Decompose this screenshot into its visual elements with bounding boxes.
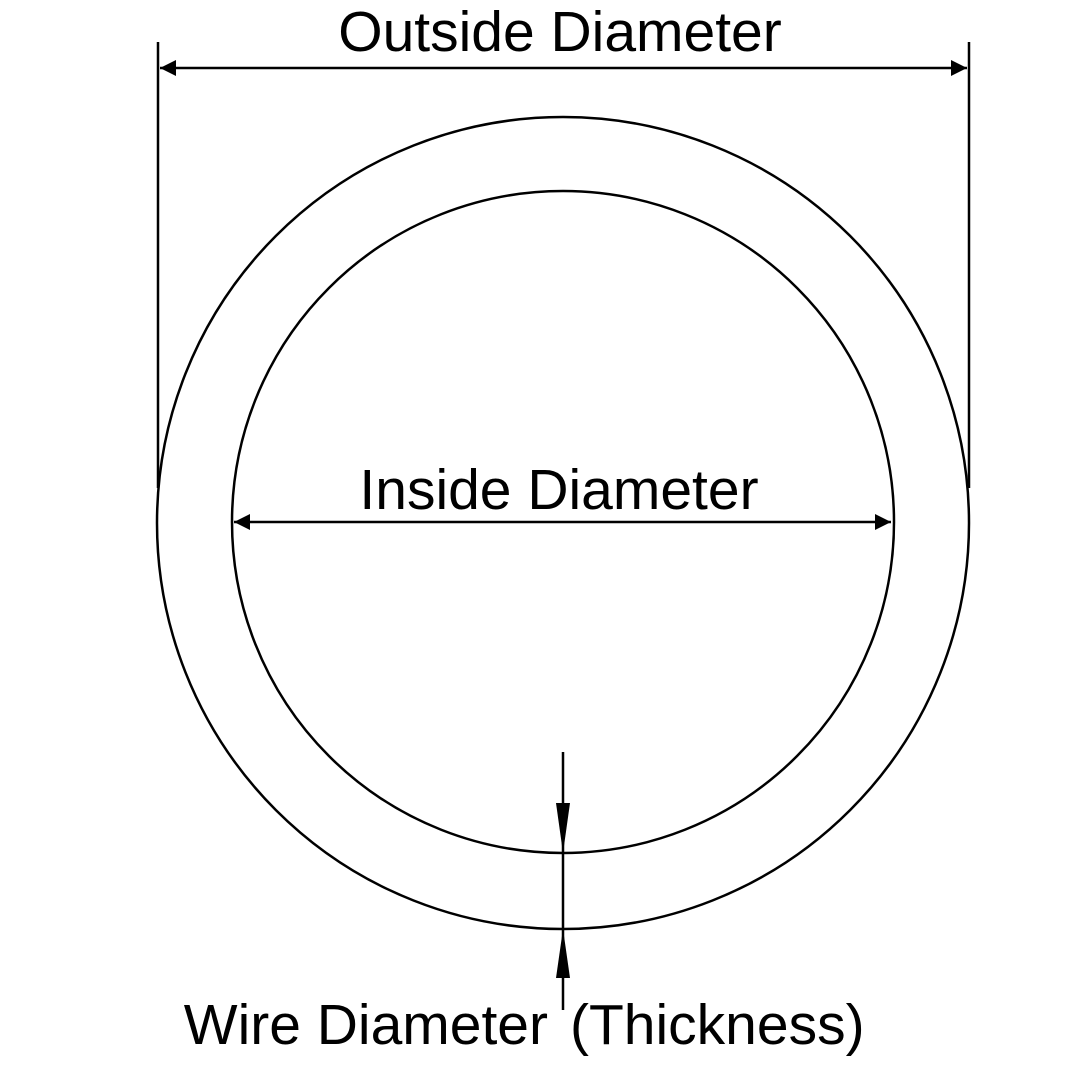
wire-diameter-arrow-down — [556, 803, 570, 853]
wire-diameter-label: Wire Diameter — [184, 993, 548, 1057]
wire-diameter-arrow-up — [556, 929, 570, 978]
wire-diameter-note: (Thickness) — [570, 993, 865, 1057]
outside-diameter-label: Outside Diameter — [338, 0, 782, 64]
inside-diameter-label: Inside Diameter — [359, 458, 758, 522]
